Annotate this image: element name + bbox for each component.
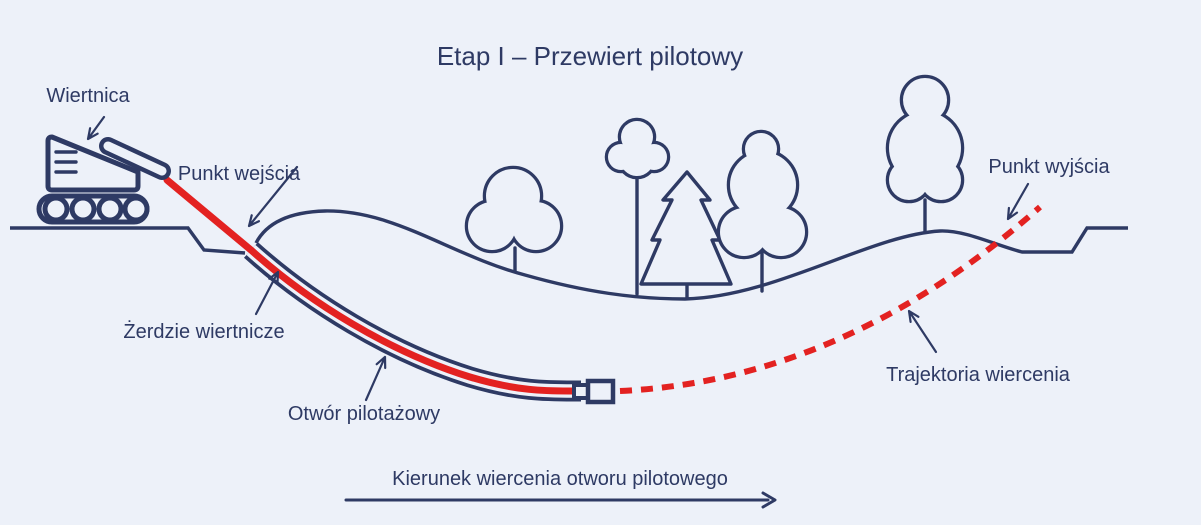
- rig-pointer-arrow: [86, 115, 106, 141]
- pilot-hole-pointer-arrow: [364, 355, 387, 402]
- label-trajectory: Trajektoria wiercenia: [886, 364, 1071, 386]
- label-entry-point: Punkt wejścia: [178, 163, 301, 185]
- pine-tree-icon: [639, 170, 733, 300]
- tall-tree-icon: [604, 117, 671, 296]
- deciduous-tree-icon: [464, 165, 564, 273]
- drill-head-icon: [572, 378, 616, 405]
- drill-rod-line: [163, 176, 579, 395]
- ground-left: [10, 226, 246, 255]
- direction-arrow: [344, 491, 777, 509]
- entry-point-pointer-arrow: [247, 165, 299, 228]
- drill-rods-pointer-arrow: [254, 270, 280, 316]
- rig-body: [45, 134, 141, 193]
- pine-canopy: [639, 170, 733, 286]
- rig-wheel: [42, 195, 70, 223]
- label-exit-point: Punkt wyjścia: [988, 156, 1110, 178]
- rig-wheel: [69, 195, 97, 223]
- tree-canopy: [468, 169, 560, 250]
- tree-canopy: [608, 121, 667, 176]
- drill-rig-icon: [36, 134, 171, 225]
- label-drilling-direction: Kierunek wiercenia otworu pilotowego: [392, 468, 728, 490]
- pilot-bore-walls: [243, 242, 582, 402]
- rig-grille: [54, 150, 78, 174]
- label-drill-rods: Żerdzie wiertnicze: [123, 320, 284, 343]
- label-pilot-hole: Otwór pilotażowy: [288, 403, 440, 425]
- poplar-tree-icon: [885, 74, 965, 234]
- rig-wheel: [122, 195, 150, 223]
- diagram-title: Etap I – Przewiert pilotowy: [437, 41, 743, 71]
- bushy-tree-icon: [716, 129, 809, 293]
- label-rig: Wiertnica: [46, 85, 130, 107]
- exit-point-pointer-arrow: [1006, 182, 1030, 221]
- ground-profile: [254, 209, 1128, 301]
- tree-canopy: [889, 78, 961, 200]
- trajectory-pointer-arrow: [907, 309, 938, 354]
- tree-canopy: [720, 133, 805, 256]
- rig-wheel: [96, 195, 124, 223]
